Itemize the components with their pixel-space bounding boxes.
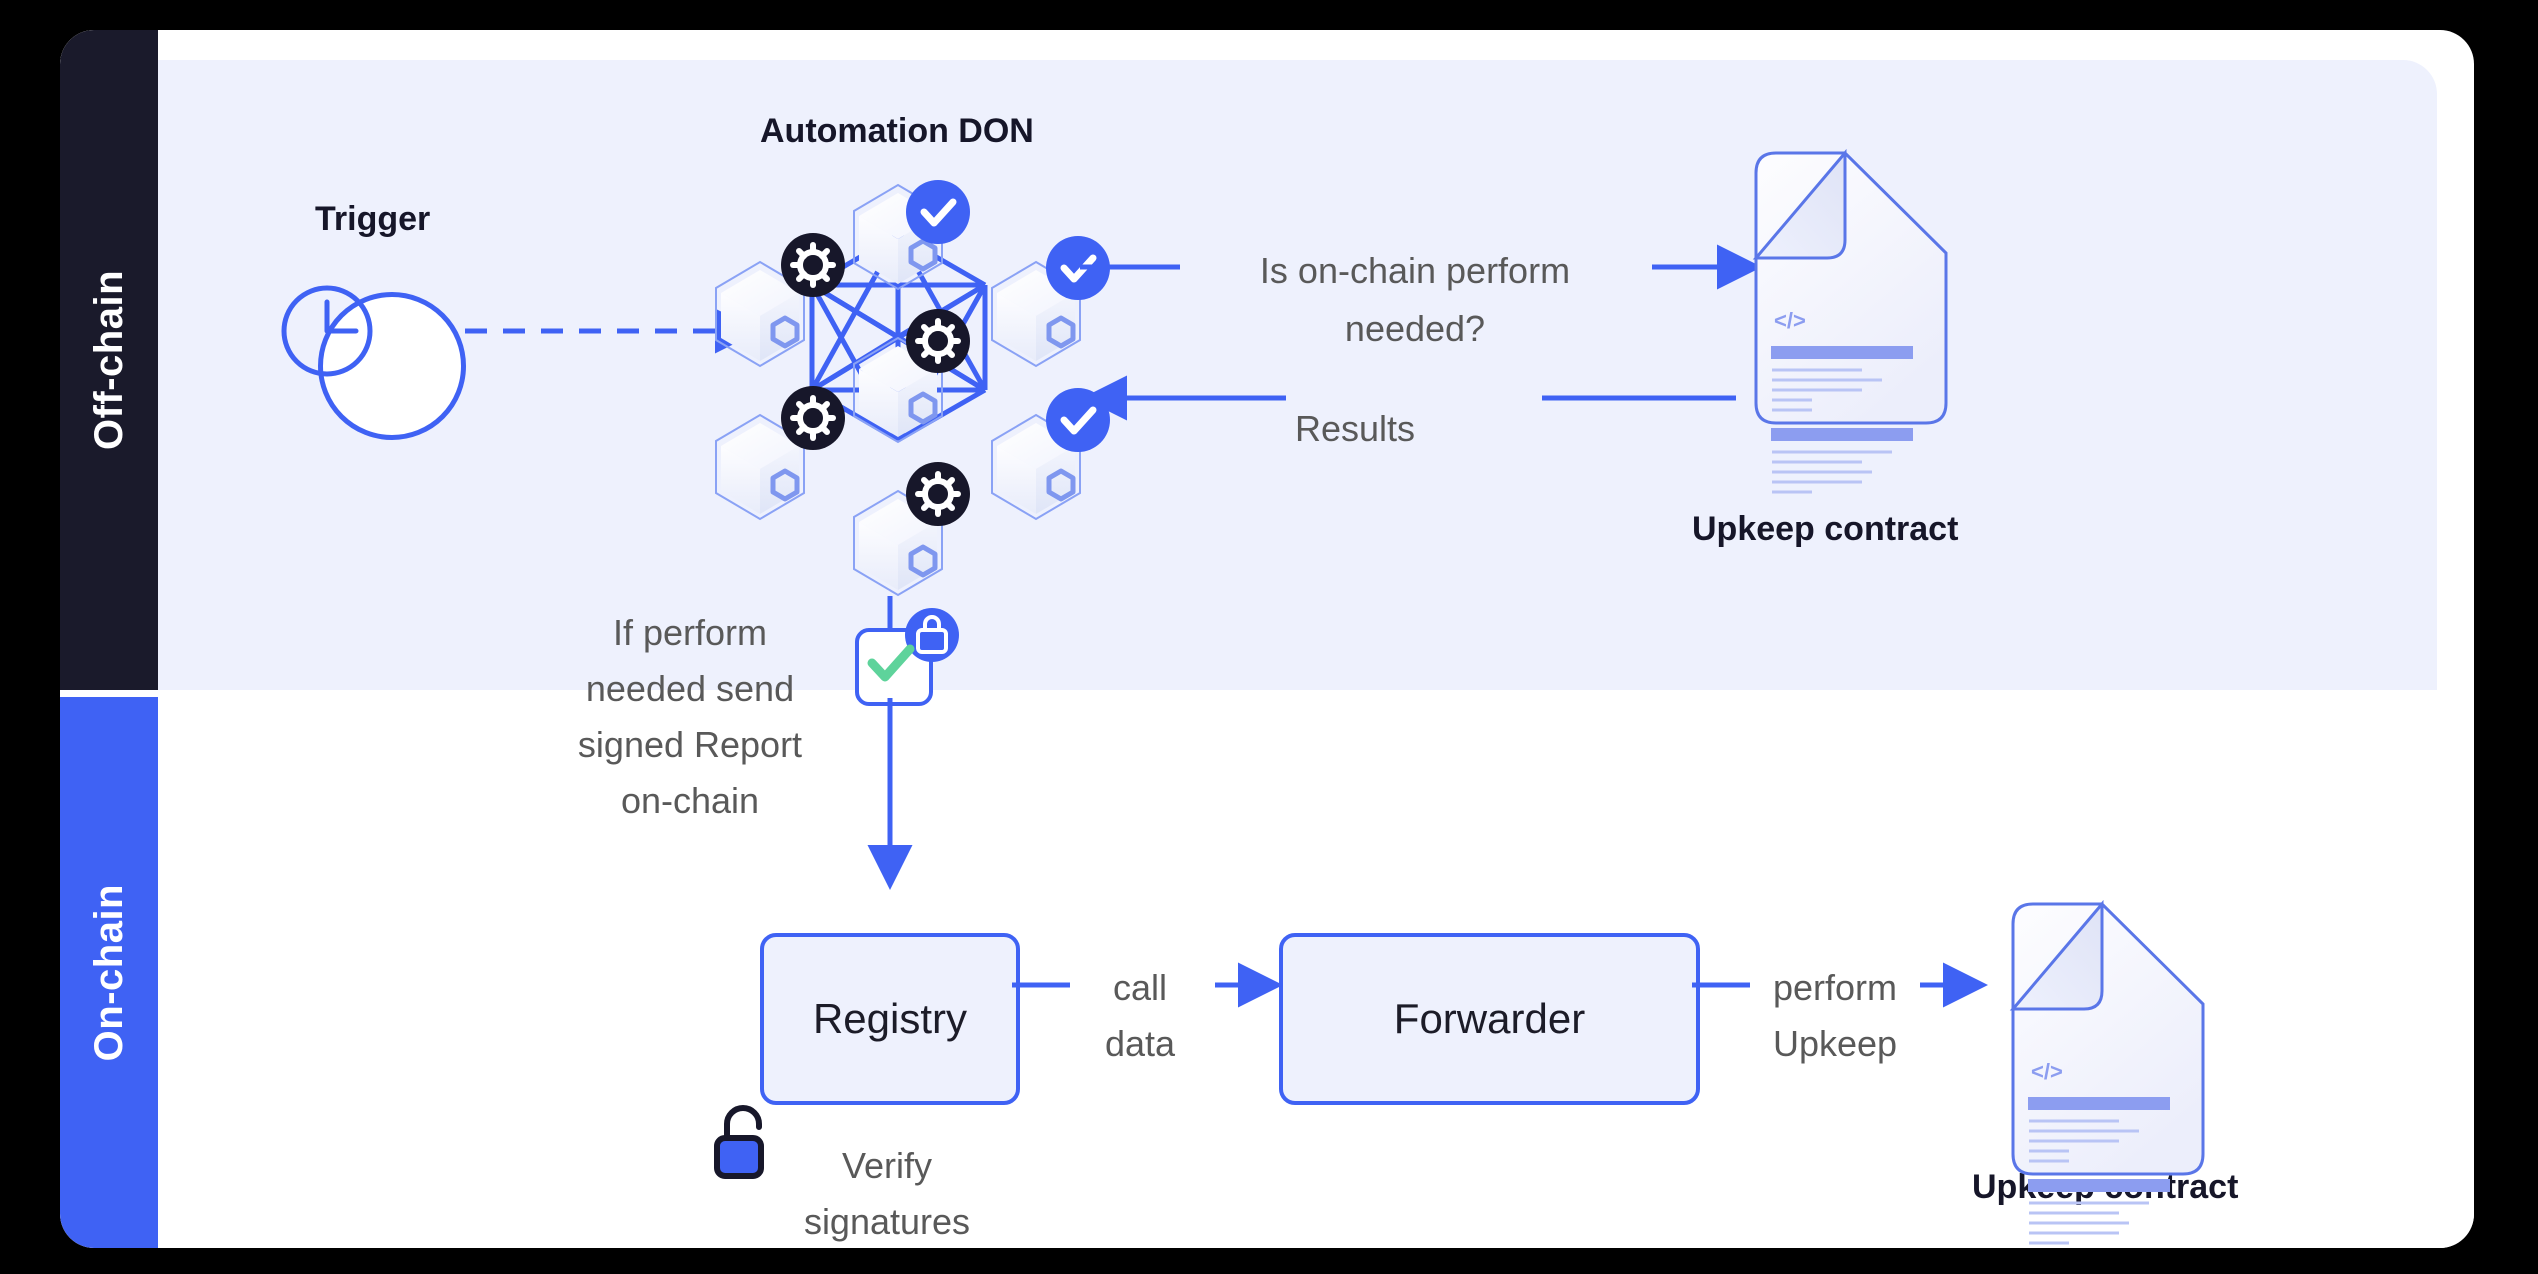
offchain-rail-label: Off-chain bbox=[86, 269, 131, 451]
offchain-rail: Off-chain bbox=[60, 30, 158, 690]
onchain-rail: On-chain bbox=[60, 697, 158, 1248]
forwarder-box[interactable]: Forwarder bbox=[1279, 933, 1700, 1105]
forwarder-box-label: Forwarder bbox=[1393, 995, 1586, 1042]
perform-question-label: Is on-chain perform needed? bbox=[1259, 250, 1571, 349]
lock-closed-icon bbox=[905, 608, 959, 662]
don-title: Automation DON bbox=[760, 112, 1034, 150]
offchain-panel bbox=[158, 60, 2437, 690]
diagram-card: Off-chain On-chain Trigger Automation DO… bbox=[60, 30, 2474, 1248]
upkeep-contract-offchain-label: Upkeep contract bbox=[1692, 510, 1959, 548]
trigger-circle bbox=[318, 292, 466, 440]
send-signed-report-label: If perform needed send signed Report on-… bbox=[577, 612, 803, 821]
upkeep-contract-onchain-label: Upkeep contract bbox=[1972, 1168, 2239, 1206]
perform-upkeep-label: perform Upkeep bbox=[1772, 967, 1898, 1064]
results-label: Results bbox=[1295, 408, 1416, 449]
trigger-label: Trigger bbox=[315, 200, 431, 238]
registry-box[interactable]: Registry bbox=[760, 933, 1020, 1105]
registry-box-label: Registry bbox=[812, 995, 968, 1042]
onchain-rail-label: On-chain bbox=[86, 883, 131, 1062]
call-data-label: call data bbox=[1104, 967, 1176, 1064]
verify-signatures-label: Verify signatures bbox=[803, 1145, 971, 1242]
